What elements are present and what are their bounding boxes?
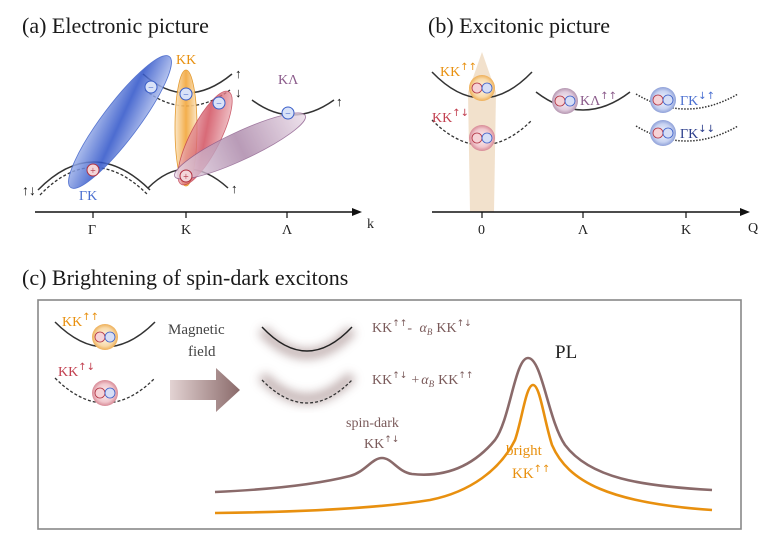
pl-total-curve — [214, 356, 713, 494]
mixed-lower-dispersion — [261, 379, 353, 404]
zero-tick-label: 0 — [478, 223, 485, 238]
klambda-dispersion — [535, 91, 631, 111]
exciton-kk-bright — [469, 75, 495, 101]
k-tick-label: K — [181, 223, 191, 238]
klambda-label-b: KΛ↑↑ — [580, 91, 617, 109]
kk-label-a: KK — [176, 53, 196, 68]
spin-up-down-gamma: ↑↓ — [22, 184, 36, 199]
hole-k-sign: + — [183, 172, 189, 183]
electron-lambda — [281, 106, 295, 120]
k-axis-label: k — [367, 217, 374, 232]
hole-k — [179, 169, 193, 183]
gamma-tick-label: Γ — [88, 223, 96, 238]
k-tick-label-b: K — [681, 223, 691, 238]
panel-b-title: (b) Excitonic picture — [428, 13, 610, 38]
electron-k-orange — [179, 87, 193, 101]
mixed-lower-blur — [258, 372, 356, 404]
magnetic-label-line2: field — [188, 344, 216, 360]
gk-upper-label-b: ΓK↓↑ — [680, 91, 715, 109]
bright-kk-label: KK↑↑ — [512, 464, 550, 482]
exciton-klambda — [552, 88, 578, 114]
electron-k-upper-sign: − — [148, 83, 154, 94]
c-kk-bright-label: KK↑↑ — [62, 312, 99, 330]
pl-label: PL — [555, 342, 577, 363]
bright-label: bright — [506, 443, 543, 459]
lambda-tick-label-b: Λ — [578, 223, 589, 238]
kk-bright-label-b: KK↑↑ — [440, 62, 477, 80]
magnetic-field-arrow — [170, 368, 240, 412]
panel-c-frame — [37, 299, 742, 530]
pl-bright-curve — [214, 383, 713, 515]
panel-a-title: (a) Electronic picture — [22, 13, 209, 38]
klambda-transition-ellipse — [174, 112, 306, 180]
spin-dark-kk-label: KK↑↓ — [364, 435, 399, 452]
exciton-kk-dark — [469, 125, 495, 151]
k-axis-arrowhead — [352, 208, 362, 216]
electron-k-lower-sign: − — [216, 99, 222, 110]
panel-c-title: (c) Brightening of spin-dark excitons — [22, 265, 348, 290]
exciton-gk-upper — [650, 87, 676, 113]
spin-up-k-valence: ↑ — [231, 181, 238, 196]
q-axis-label: Q — [748, 221, 758, 236]
exciton-gk-lower — [650, 120, 676, 146]
electron-k-lower — [212, 96, 226, 110]
electron-k-upper — [144, 80, 158, 94]
c-kk-dark-label: KK↑↓ — [58, 362, 95, 380]
c-exciton-bright — [92, 324, 118, 350]
klambda-label-a: KΛ — [278, 73, 299, 88]
spin-up-k-conduction: ↑ — [235, 66, 242, 81]
electron-lambda-sign: − — [285, 109, 291, 120]
mixed-upper-dispersion — [261, 326, 353, 352]
spin-dark-label: spin-dark — [346, 416, 399, 431]
gk-lower-label-b: ΓK↓↓ — [680, 124, 715, 142]
lambda-tick-label: Λ — [282, 223, 293, 238]
spin-down-k-conduction: ↓ — [235, 85, 242, 100]
hole-gamma-sign: + — [90, 166, 96, 177]
hole-gamma — [86, 163, 100, 177]
gammak-label-a: ΓK — [79, 189, 97, 204]
kk-dark-label-b: KK↑↓ — [432, 108, 469, 126]
mixed-upper-blur — [258, 326, 356, 359]
magnetic-label-line1: Magnetic — [168, 322, 225, 338]
electron-k-orange-sign: − — [183, 90, 189, 101]
c-exciton-dark — [92, 380, 118, 406]
q-axis-arrowhead — [740, 208, 750, 216]
spin-up-lambda: ↑ — [336, 94, 343, 109]
